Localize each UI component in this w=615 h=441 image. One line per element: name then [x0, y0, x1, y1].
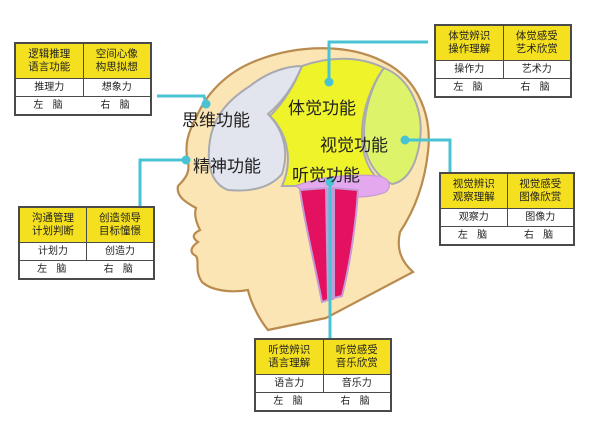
hearing-right-brain: 右 脑 [340, 396, 373, 407]
connector-dot-vision [400, 135, 410, 145]
connector-body-sense [327, 40, 428, 82]
label-body-sense: 体觉功能 [288, 99, 356, 119]
connector-dot-thinking [201, 99, 211, 109]
vision-left-function: 视觉辨识 观察理解 [441, 174, 507, 208]
vision-left-ability: 观察力 [458, 212, 489, 223]
thinking-left-brain: 左 脑 [33, 100, 66, 111]
spirit-left-function: 沟通管理 计划判断 [20, 208, 86, 242]
text-line: 体觉感受 [515, 30, 558, 42]
text-line: 观察理解 [452, 191, 495, 203]
box-body-sense: 体觉辨识 操作理解 体觉感受 艺术欣赏 操作力 艺术力 左 脑 右 脑 [434, 24, 572, 98]
text-line: 逻辑推理 [28, 48, 71, 60]
text-line: 语言功能 [28, 61, 71, 73]
spirit-right-function: 创造领导 目标憧憬 [86, 208, 153, 242]
text-line: 构思拟想 [95, 61, 138, 73]
text-line: 视觉感受 [519, 178, 562, 190]
body-sense-right-brain: 右 脑 [520, 82, 553, 93]
label-hearing: 听觉功能 [292, 166, 360, 186]
body-sense-left-brain: 左 脑 [453, 82, 486, 93]
text-line: 操作理解 [448, 43, 491, 55]
thinking-right-brain: 右 脑 [100, 100, 133, 111]
box-spirit: 沟通管理 计划判断 创造领导 目标憧憬 计划力 创造力 左 脑 右 脑 [18, 206, 155, 280]
spirit-left-brain: 左 脑 [37, 264, 70, 275]
vision-left-brain: 左 脑 [457, 230, 491, 241]
hearing-left-brain: 左 脑 [273, 396, 306, 407]
text-line: 体觉辨识 [448, 30, 491, 42]
vision-right-ability: 图像力 [506, 209, 574, 226]
thinking-right-function: 空间心像 构思拟想 [82, 44, 151, 78]
body-sense-left-function: 体觉辨识 操作理解 [436, 26, 503, 60]
connector-dot-spirit [181, 155, 191, 165]
body-sense-left-ability: 操作力 [454, 64, 485, 75]
text-line: 空间心像 [95, 48, 138, 60]
text-line: 音乐欣赏 [335, 357, 378, 369]
text-line: 沟通管理 [32, 212, 74, 224]
thinking-left-ability: 推理力 [34, 82, 65, 93]
box-thinking: 逻辑推理 语言功能 空间心像 构思拟想 推理力 想象力 左 脑 右 脑 [14, 42, 152, 116]
hearing-right-ability: 音乐力 [322, 375, 391, 392]
connector-thinking [157, 94, 208, 105]
text-line: 语言理解 [268, 357, 311, 369]
hearing-left-ability: 语言力 [274, 378, 305, 389]
vision-lobe [362, 66, 422, 186]
vision-right-function: 视觉感受 图像欣赏 [506, 174, 574, 208]
brainstem [298, 186, 330, 304]
brainstem-right [333, 186, 360, 300]
hearing-left-function: 听觉辨识 语言理解 [256, 340, 323, 374]
text-line: 创造领导 [99, 212, 141, 224]
text-line: 计划判断 [32, 225, 74, 237]
connector-spirit [92, 158, 186, 212]
body-sense-right-function: 体觉感受 艺术欣赏 [502, 26, 571, 60]
body-sense-right-ability: 艺术力 [502, 61, 571, 78]
text-line: 视觉辨识 [452, 178, 495, 190]
text-line: 艺术欣赏 [515, 43, 558, 55]
spirit-right-brain: 右 脑 [103, 264, 136, 275]
connector-dot-hearing [325, 177, 335, 187]
text-line: 听觉辨识 [268, 344, 311, 356]
vision-right-brain: 右 脑 [523, 230, 557, 241]
box-vision: 视觉辨识 观察理解 视觉感受 图像欣赏 观察力 图像力 左 脑 右 脑 [439, 172, 575, 246]
label-spirit: 精神功能 [193, 157, 261, 177]
thinking-right-ability: 想象力 [82, 79, 151, 96]
label-thinking: 思维功能 [182, 111, 250, 131]
text-line: 听觉感受 [335, 344, 378, 356]
spirit-left-ability: 计划力 [38, 246, 68, 257]
thinking-left-function: 逻辑推理 语言功能 [16, 44, 83, 78]
spirit-right-ability: 创造力 [86, 243, 153, 260]
text-line: 图像欣赏 [519, 191, 562, 203]
connector-dot-body-sense [324, 77, 334, 87]
hearing-right-function: 听觉感受 音乐欣赏 [322, 340, 391, 374]
connector-vision [405, 138, 452, 172]
text-line: 目标憧憬 [99, 225, 141, 237]
box-hearing: 听觉辨识 语言理解 听觉感受 音乐欣赏 语言力 音乐力 左 脑 右 脑 [254, 338, 392, 412]
label-vision: 视觉功能 [320, 136, 388, 156]
